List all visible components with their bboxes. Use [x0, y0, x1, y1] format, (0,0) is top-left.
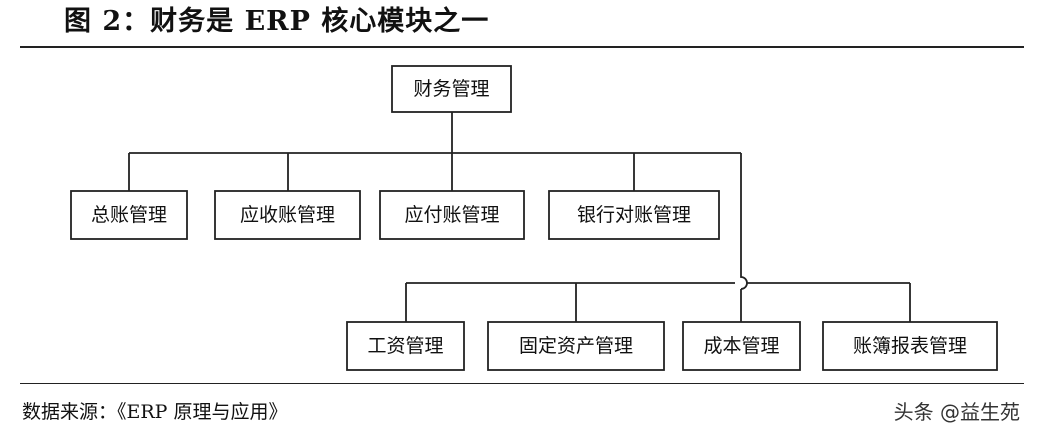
node-yinhang: 银行对账管理	[548, 190, 720, 240]
connector-row2-trunk	[740, 153, 748, 290]
top-rule	[20, 46, 1024, 48]
node-root-label: 财务管理	[413, 78, 489, 100]
bottom-rule	[20, 383, 1024, 384]
node-zongzhang-label: 总账管理	[91, 204, 167, 226]
source-note: 数据来源：《ERP 原理与应用》	[22, 401, 288, 423]
node-chengben-label: 成本管理	[703, 335, 779, 357]
figure-title: 图 2：财务是 ERP 核心模块之一	[64, 6, 490, 37]
node-yingfu-label: 应付账管理	[404, 204, 499, 226]
node-chengben: 成本管理	[682, 321, 801, 371]
node-zongzhang: 总账管理	[70, 190, 188, 240]
node-gongzi-label: 工资管理	[367, 335, 443, 357]
connectors	[128, 112, 911, 322]
node-guding: 固定资产管理	[487, 321, 665, 371]
node-yingfu: 应付账管理	[379, 190, 525, 240]
node-gongzi: 工资管理	[346, 321, 465, 371]
node-guding-label: 固定资产管理	[519, 335, 633, 357]
node-yingshou-label: 应收账管理	[240, 204, 335, 226]
node-yinhang-label: 银行对账管理	[577, 204, 691, 226]
node-zhangbu-label: 账簿报表管理	[853, 335, 967, 357]
node-root: 财务管理	[391, 65, 512, 113]
node-zhangbu: 账簿报表管理	[822, 321, 998, 371]
node-yingshou: 应收账管理	[214, 190, 361, 240]
watermark: 头条 @益生苑	[893, 400, 1020, 424]
